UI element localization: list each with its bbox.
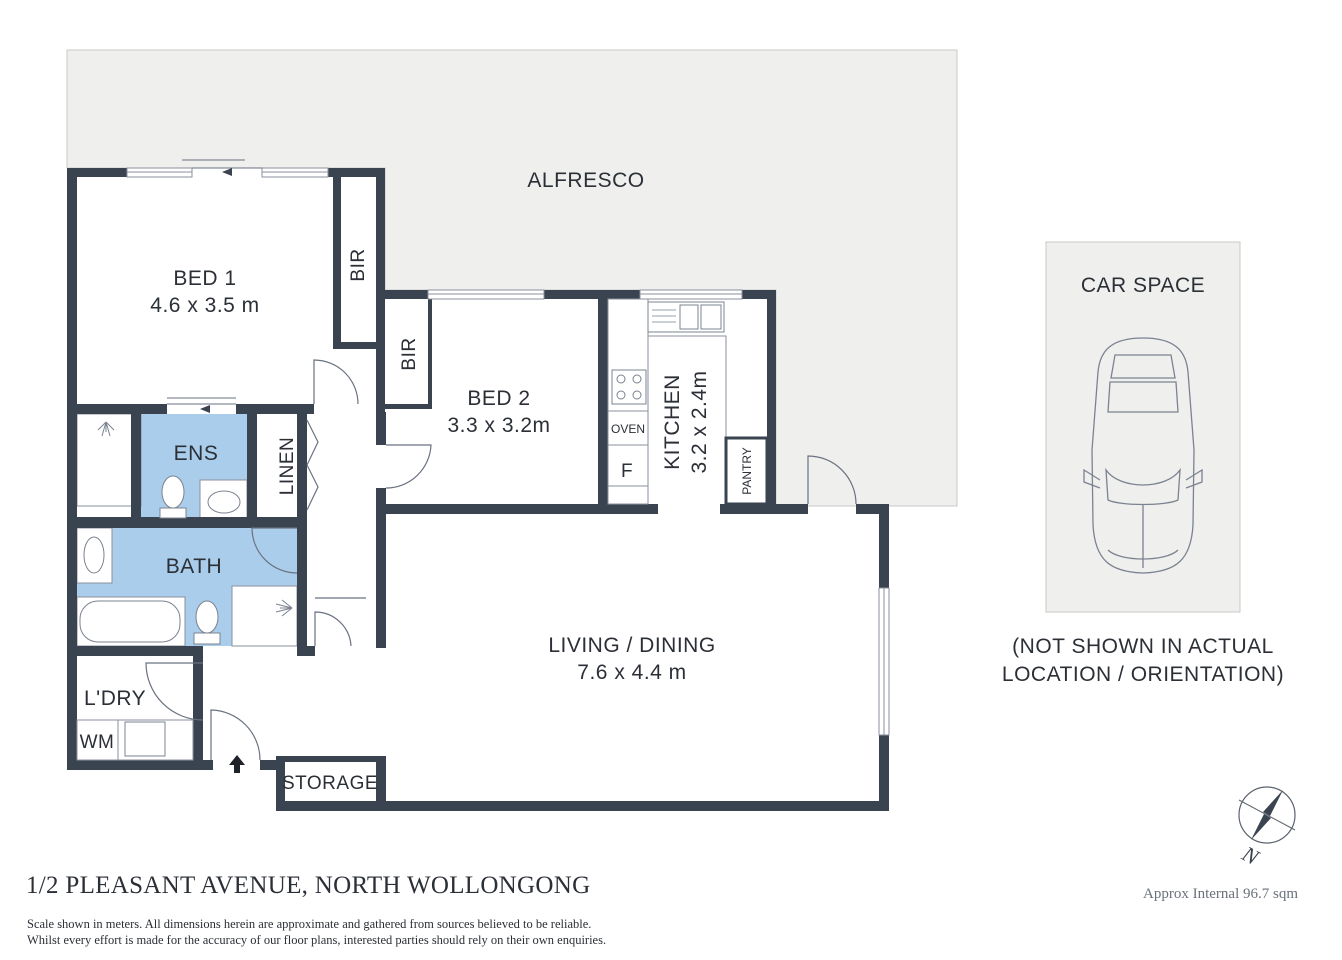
label-bir-1: BIR — [348, 248, 369, 281]
label-bed1: BED 1 — [173, 267, 236, 290]
shower-icon — [275, 599, 293, 617]
label-bir-2: BIR — [399, 337, 420, 370]
cooktop-icon — [611, 369, 647, 405]
label-bath: BATH — [166, 555, 222, 578]
label-living: LIVING / DINING — [548, 634, 715, 657]
sink-icon — [647, 301, 725, 333]
car-icon — [1083, 337, 1203, 574]
sliding-door-ensuite — [167, 397, 236, 413]
label-oven: OVEN — [611, 422, 645, 436]
label-living-size: 7.6 x 4.4 m — [577, 661, 686, 684]
compass-north-label: N — [1237, 840, 1264, 870]
label-laundry: L'DRY — [84, 687, 146, 710]
basin-icon — [207, 490, 241, 514]
walls — [67, 168, 889, 811]
disclaimer-line-1: Scale shown in meters. All dimensions he… — [27, 917, 592, 931]
toilet-icon — [193, 600, 221, 645]
property-address: 1/2 PLEASANT AVENUE, NORTH WOLLONGONG — [26, 872, 591, 899]
label-ensuite: ENS — [174, 442, 219, 465]
sliding-door-bed1 — [182, 159, 262, 176]
disclaimer-line-2: Whilst every effort is made for the accu… — [27, 933, 607, 947]
label-kitchen: KITCHEN — [661, 374, 684, 470]
label-wm: WM — [80, 732, 115, 753]
label-fridge: F — [621, 461, 633, 482]
label-kitchen-size: 3.2 x 2.4m — [688, 370, 711, 473]
north-compass-icon — [1238, 786, 1296, 844]
bathtub-icon — [79, 600, 181, 643]
shower-icon — [97, 421, 115, 437]
label-linen: LINEN — [277, 437, 298, 495]
basin-icon — [83, 536, 105, 574]
toilet-icon — [159, 475, 187, 519]
label-storage: STORAGE — [282, 773, 378, 794]
label-bed2: BED 2 — [467, 387, 530, 410]
entry-arrow-icon — [229, 755, 245, 773]
disclaimer: Scale shown in meters. All dimensions he… — [27, 916, 606, 948]
approx-area: Approx Internal 96.7 sqm — [1143, 886, 1298, 902]
label-car-note-2: LOCATION / ORIENTATION) — [1002, 663, 1284, 686]
label-car-space: CAR SPACE — [1081, 274, 1205, 297]
label-alfresco: ALFRESCO — [527, 169, 644, 192]
label-bed1-size: 4.6 x 3.5 m — [150, 294, 259, 317]
label-pantry: PANTRY — [740, 447, 754, 495]
label-bed2-size: 3.3 x 3.2m — [447, 414, 550, 437]
label-car-note-1: (NOT SHOWN IN ACTUAL — [1012, 635, 1274, 658]
